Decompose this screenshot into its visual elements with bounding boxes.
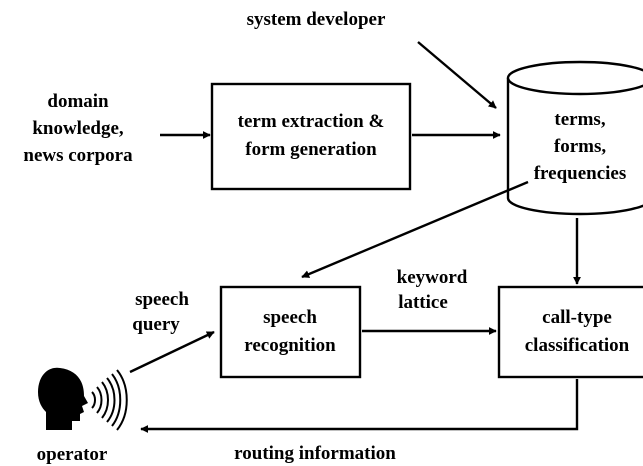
developer-to-database-arrow — [417, 41, 497, 109]
domain-label-line2: knowledge, — [32, 118, 124, 139]
keyword-lattice-label-line1: keyword — [397, 267, 468, 288]
domain-label-line1: domain — [47, 91, 109, 112]
database-label-line3: frequencies — [534, 163, 627, 184]
speech-recognition-box — [219, 285, 362, 379]
terms-database-cylinder — [506, 60, 643, 216]
database-to-recognition-arrow — [301, 180, 529, 279]
speech-recognition-label-line2: recognition — [244, 335, 336, 356]
system-developer-label: system developer — [247, 9, 386, 30]
operator-head-icon — [38, 367, 88, 430]
routing-information-label: routing information — [234, 443, 396, 464]
term-extraction-label-line1: term extraction & — [238, 111, 385, 132]
database-label-line2: forms, — [554, 136, 606, 157]
speech-query-label-line1: speech — [135, 289, 189, 310]
term-extraction-label-line2: form generation — [245, 139, 377, 160]
term-extraction-box — [210, 82, 412, 191]
routing-information-arrow — [140, 379, 579, 433]
speech-recognition-label-line1: speech — [263, 307, 317, 328]
sound-waves-icon — [91, 369, 128, 431]
speech-query-arrow — [129, 330, 215, 374]
operator-label: operator — [37, 444, 108, 465]
speech-query-label-line2: query — [132, 314, 180, 335]
call-type-label-line1: call-type — [542, 307, 612, 328]
domain-label-line3: news corpora — [23, 145, 133, 166]
database-label-line1: terms, — [554, 109, 605, 130]
keyword-lattice-label-line2: lattice — [398, 292, 448, 313]
call-type-label-line2: classification — [525, 335, 630, 356]
call-type-classification-box — [497, 285, 643, 379]
